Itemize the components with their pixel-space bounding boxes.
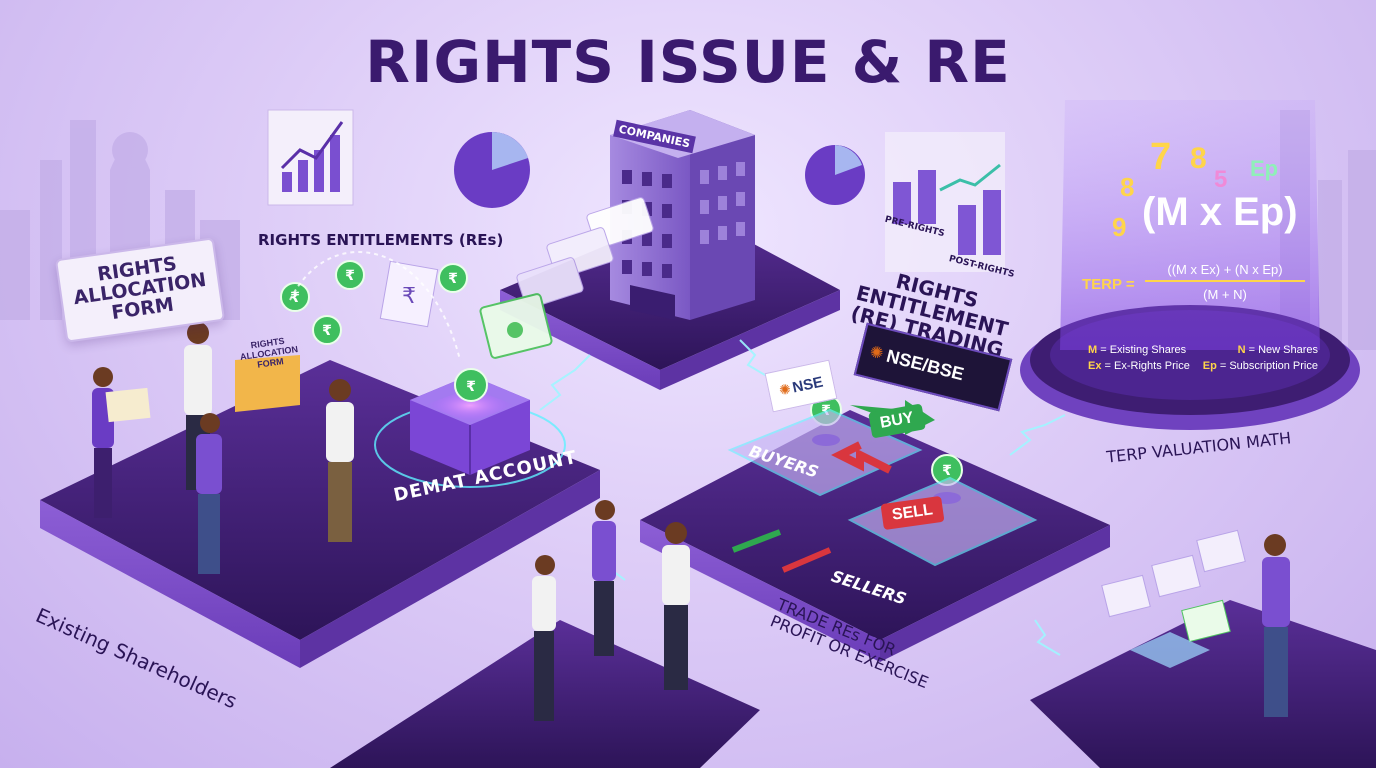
terp-number-5: 8 [1120,172,1135,202]
svg-text:₹: ₹ [345,268,355,284]
terp-number-6: 9 [1112,212,1127,242]
rights-entitlements-label: RIGHTS ENTITLEMENTS (REs) [258,231,504,249]
people-group-left [92,322,354,574]
legend-ex: Ex = Ex-Rights Price [1088,360,1190,372]
platform-bottom-right [1030,600,1376,768]
legend-n: N = New Shares [1237,344,1318,356]
terp-number-4: Ep [1250,156,1279,181]
pre-post-rights-chart [805,132,1005,272]
page-title: RIGHTS ISSUE & RE [365,28,1011,96]
terp-number-1: 7 [1150,136,1172,178]
terp-legend: M = Existing Shares N = New Shares Ex = … [1088,344,1318,372]
terp-numerator: ((M x Ex) + (N x Ep) [1145,262,1305,282]
pie-chart-icon [454,132,530,208]
svg-text:₹: ₹ [448,271,458,287]
rupee-coin-icon [280,260,963,486]
bar-chart-icon [267,109,354,206]
person-right [1101,529,1290,717]
svg-text:₹: ₹ [322,323,332,339]
terp-number-3: 5 [1214,166,1228,193]
terp-denominator: (M + N) [1203,287,1247,302]
terp-big-formula: (M x Ep) [1142,190,1298,234]
svg-text:₹: ₹ [402,284,416,309]
terp-lhs: TERP = [1082,276,1135,293]
legend-m: M = Existing Shares [1088,344,1187,356]
exchange-logo-icon: ✺ [867,343,885,364]
nse-text: NSE [790,373,825,397]
document-stream [479,197,654,359]
nse-logo-icon: ✺ [777,379,793,398]
people-group-middle [532,500,690,721]
rupee-glyph: ₹ [290,290,300,306]
svg-text:₹: ₹ [466,379,476,395]
certificate-icon: ₹ [379,260,439,328]
terp-number-2: 8 [1190,142,1207,175]
legend-ep: Ep = Subscription Price [1202,360,1318,372]
nse-bse-text: NSE/BSE [884,345,967,384]
platform-terp [1020,100,1360,430]
svg-text:₹: ₹ [942,463,952,479]
